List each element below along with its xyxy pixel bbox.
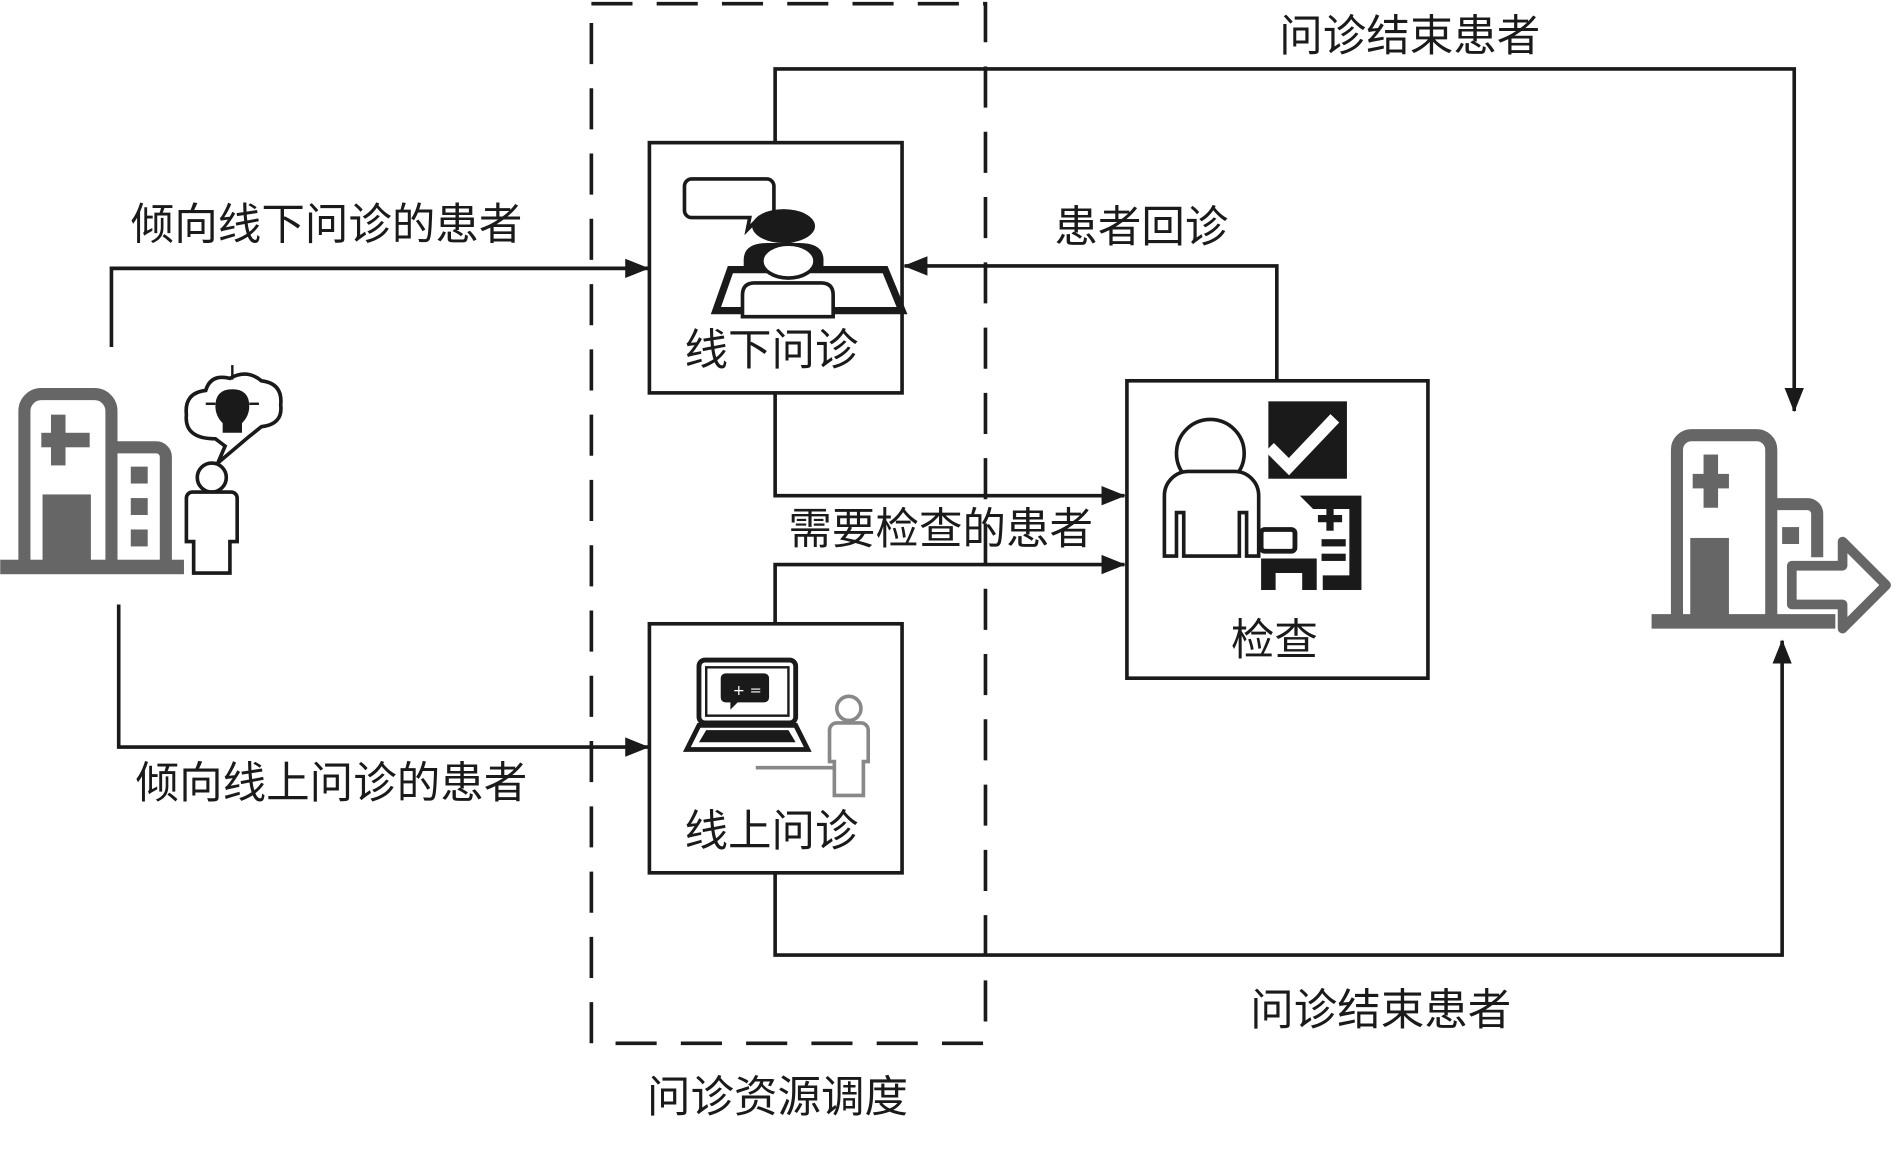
edge-to-offline xyxy=(109,258,650,347)
edge-label-to-exam: 需要检查的患者 xyxy=(788,505,1093,555)
lightbulb-icon xyxy=(215,389,250,433)
node-online-consultation: + = 线上问诊 xyxy=(647,621,904,875)
node-examination: 检查 xyxy=(1125,378,1430,681)
edge-label-revisit: 患者回诊 xyxy=(1054,203,1228,253)
medical-exam-icon xyxy=(1162,401,1362,590)
edge-label-done-top: 问诊结束患者 xyxy=(1279,12,1540,62)
doctor-consultation-icon xyxy=(682,177,908,319)
thinking-patient-icon xyxy=(184,365,283,575)
exit-arrow-icon xyxy=(1786,536,1891,634)
node-label-exam: 检查 xyxy=(1231,616,1318,666)
hospital-icon xyxy=(0,388,184,575)
edge-to-online xyxy=(116,604,650,757)
node-label-offline: 线下问诊 xyxy=(684,326,858,376)
edge-label-to-offline: 倾向线下问诊的患者 xyxy=(131,200,523,250)
edge-done-top xyxy=(773,67,1804,413)
laptop-consultation-icon: + = xyxy=(682,657,812,752)
scheduling-group-boundary xyxy=(589,1,988,1046)
edge-offline-to-exam xyxy=(773,392,1126,506)
node-offline-consultation: 线下问诊 xyxy=(647,140,908,395)
patient-icon xyxy=(755,694,871,798)
edge-revisit xyxy=(903,256,1279,381)
edge-label-to-online: 倾向线上问诊的患者 xyxy=(136,759,528,809)
node-label-online: 线上问诊 xyxy=(684,807,858,857)
svg-text:+ =: + = xyxy=(733,683,762,699)
edge-done-bottom xyxy=(773,639,1792,957)
edge-online-to-exam xyxy=(773,554,1126,624)
scheduling-group-label: 问诊资源调度 xyxy=(647,1073,908,1123)
hospital-exit-icon xyxy=(1651,429,1891,634)
edge-label-done-bottom: 问诊结束患者 xyxy=(1250,986,1511,1036)
